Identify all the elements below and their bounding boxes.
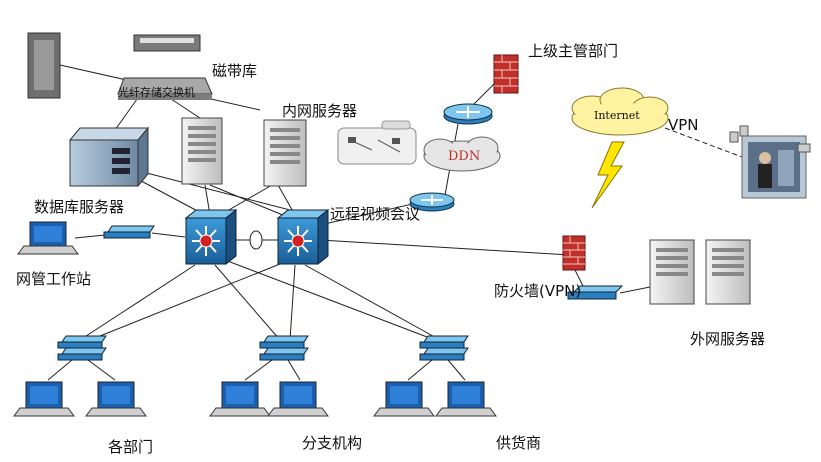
external-servers-label: 外网服务器: [690, 330, 766, 348]
superior-firewall-icon: [493, 54, 519, 94]
branches-label: 分支机构: [302, 434, 363, 452]
link-db-core2: [134, 169, 291, 211]
link-core2-supplier: [304, 264, 441, 341]
internet-cloud-icon: [571, 87, 669, 136]
intranet-server-2-icon: [263, 119, 307, 187]
link-core2-branch: [289, 264, 296, 341]
supplier-pc-1-icon: [373, 381, 435, 417]
branch-switch-icon: [259, 335, 309, 361]
department-pc-2-icon: [85, 381, 147, 417]
database-server-label: 数据库服务器: [34, 198, 125, 216]
link-core1-supplier: [224, 259, 436, 341]
link-core1-dept: [79, 264, 196, 341]
link-core2-fw: [319, 239, 571, 256]
database-server-icon: [68, 126, 150, 188]
vpn-label: VPN: [668, 116, 699, 134]
wireless-link-bolt-icon: [591, 141, 625, 209]
external-switch-icon: [567, 285, 624, 300]
link-sw-dept-pc2: [87, 359, 116, 381]
link-db-core1: [129, 174, 206, 216]
link-sw-branch-pc2: [287, 359, 301, 381]
superior-dept-label: 上级主管部门: [528, 42, 619, 60]
link-vpn-dashed: [664, 127, 751, 161]
branch-pc-1-icon: [209, 381, 271, 417]
ddn-cloud-icon: [423, 136, 501, 172]
link-sw-sup-pc1: [407, 359, 433, 381]
fiber-switch-label: 光纤存储交换机: [118, 86, 195, 99]
firewall-vpn-label: 防火墙(VPN): [494, 282, 582, 300]
link-core1-branch: [214, 264, 281, 341]
video-conference-equipment-icon: [337, 120, 417, 165]
departments-label: 各部门: [108, 438, 154, 456]
intranet-servers-label: 内网服务器: [282, 102, 358, 120]
link-srv1-core2: [209, 184, 291, 219]
firewall-vpn-icon: [562, 235, 586, 271]
link-sw-branch-pc1: [244, 359, 273, 381]
link-sw-sup-pc2: [447, 359, 466, 381]
intranet-server-1-icon: [181, 117, 223, 185]
internet-label: Internet: [594, 109, 640, 122]
department-pc-1-icon: [13, 381, 75, 417]
suppliers-label: 供货商: [496, 434, 542, 452]
tape-library-label: 磁带库: [212, 62, 258, 80]
router-lower-icon: [409, 192, 455, 212]
link-core2-dept: [89, 261, 286, 341]
tape-library-unit-icon: [27, 32, 61, 99]
network-workstation-label: 网管工作站: [16, 270, 92, 288]
router-upper-icon: [443, 103, 493, 125]
vpn-small-devices-icon: [729, 125, 811, 153]
trunk-link-ring-icon: [249, 230, 263, 250]
link-nms-switch: [74, 234, 106, 239]
link-sw-dept-pc1: [47, 359, 73, 381]
department-switch-icon: [57, 335, 107, 361]
fiber-switch-icon: [117, 77, 213, 100]
supplier-switch-icon: [419, 335, 469, 361]
core-switch-1-icon: [184, 208, 238, 266]
ddn-label: DDN: [448, 149, 481, 164]
link-fiber-db: [114, 94, 141, 131]
tape-library-icon: [133, 34, 201, 52]
management-workstation-icon: [17, 221, 79, 255]
external-server-2-icon: [705, 239, 751, 305]
core-switch-2-icon: [276, 208, 330, 266]
supplier-pc-2-icon: [435, 381, 497, 417]
management-switch-icon: [103, 225, 155, 239]
branch-pc-2-icon: [267, 381, 329, 417]
external-server-1-icon: [649, 239, 695, 305]
remote-user-icon: [741, 135, 807, 199]
video-conference-label: 远程视频会议: [330, 205, 421, 223]
link-nms-core: [151, 232, 186, 238]
